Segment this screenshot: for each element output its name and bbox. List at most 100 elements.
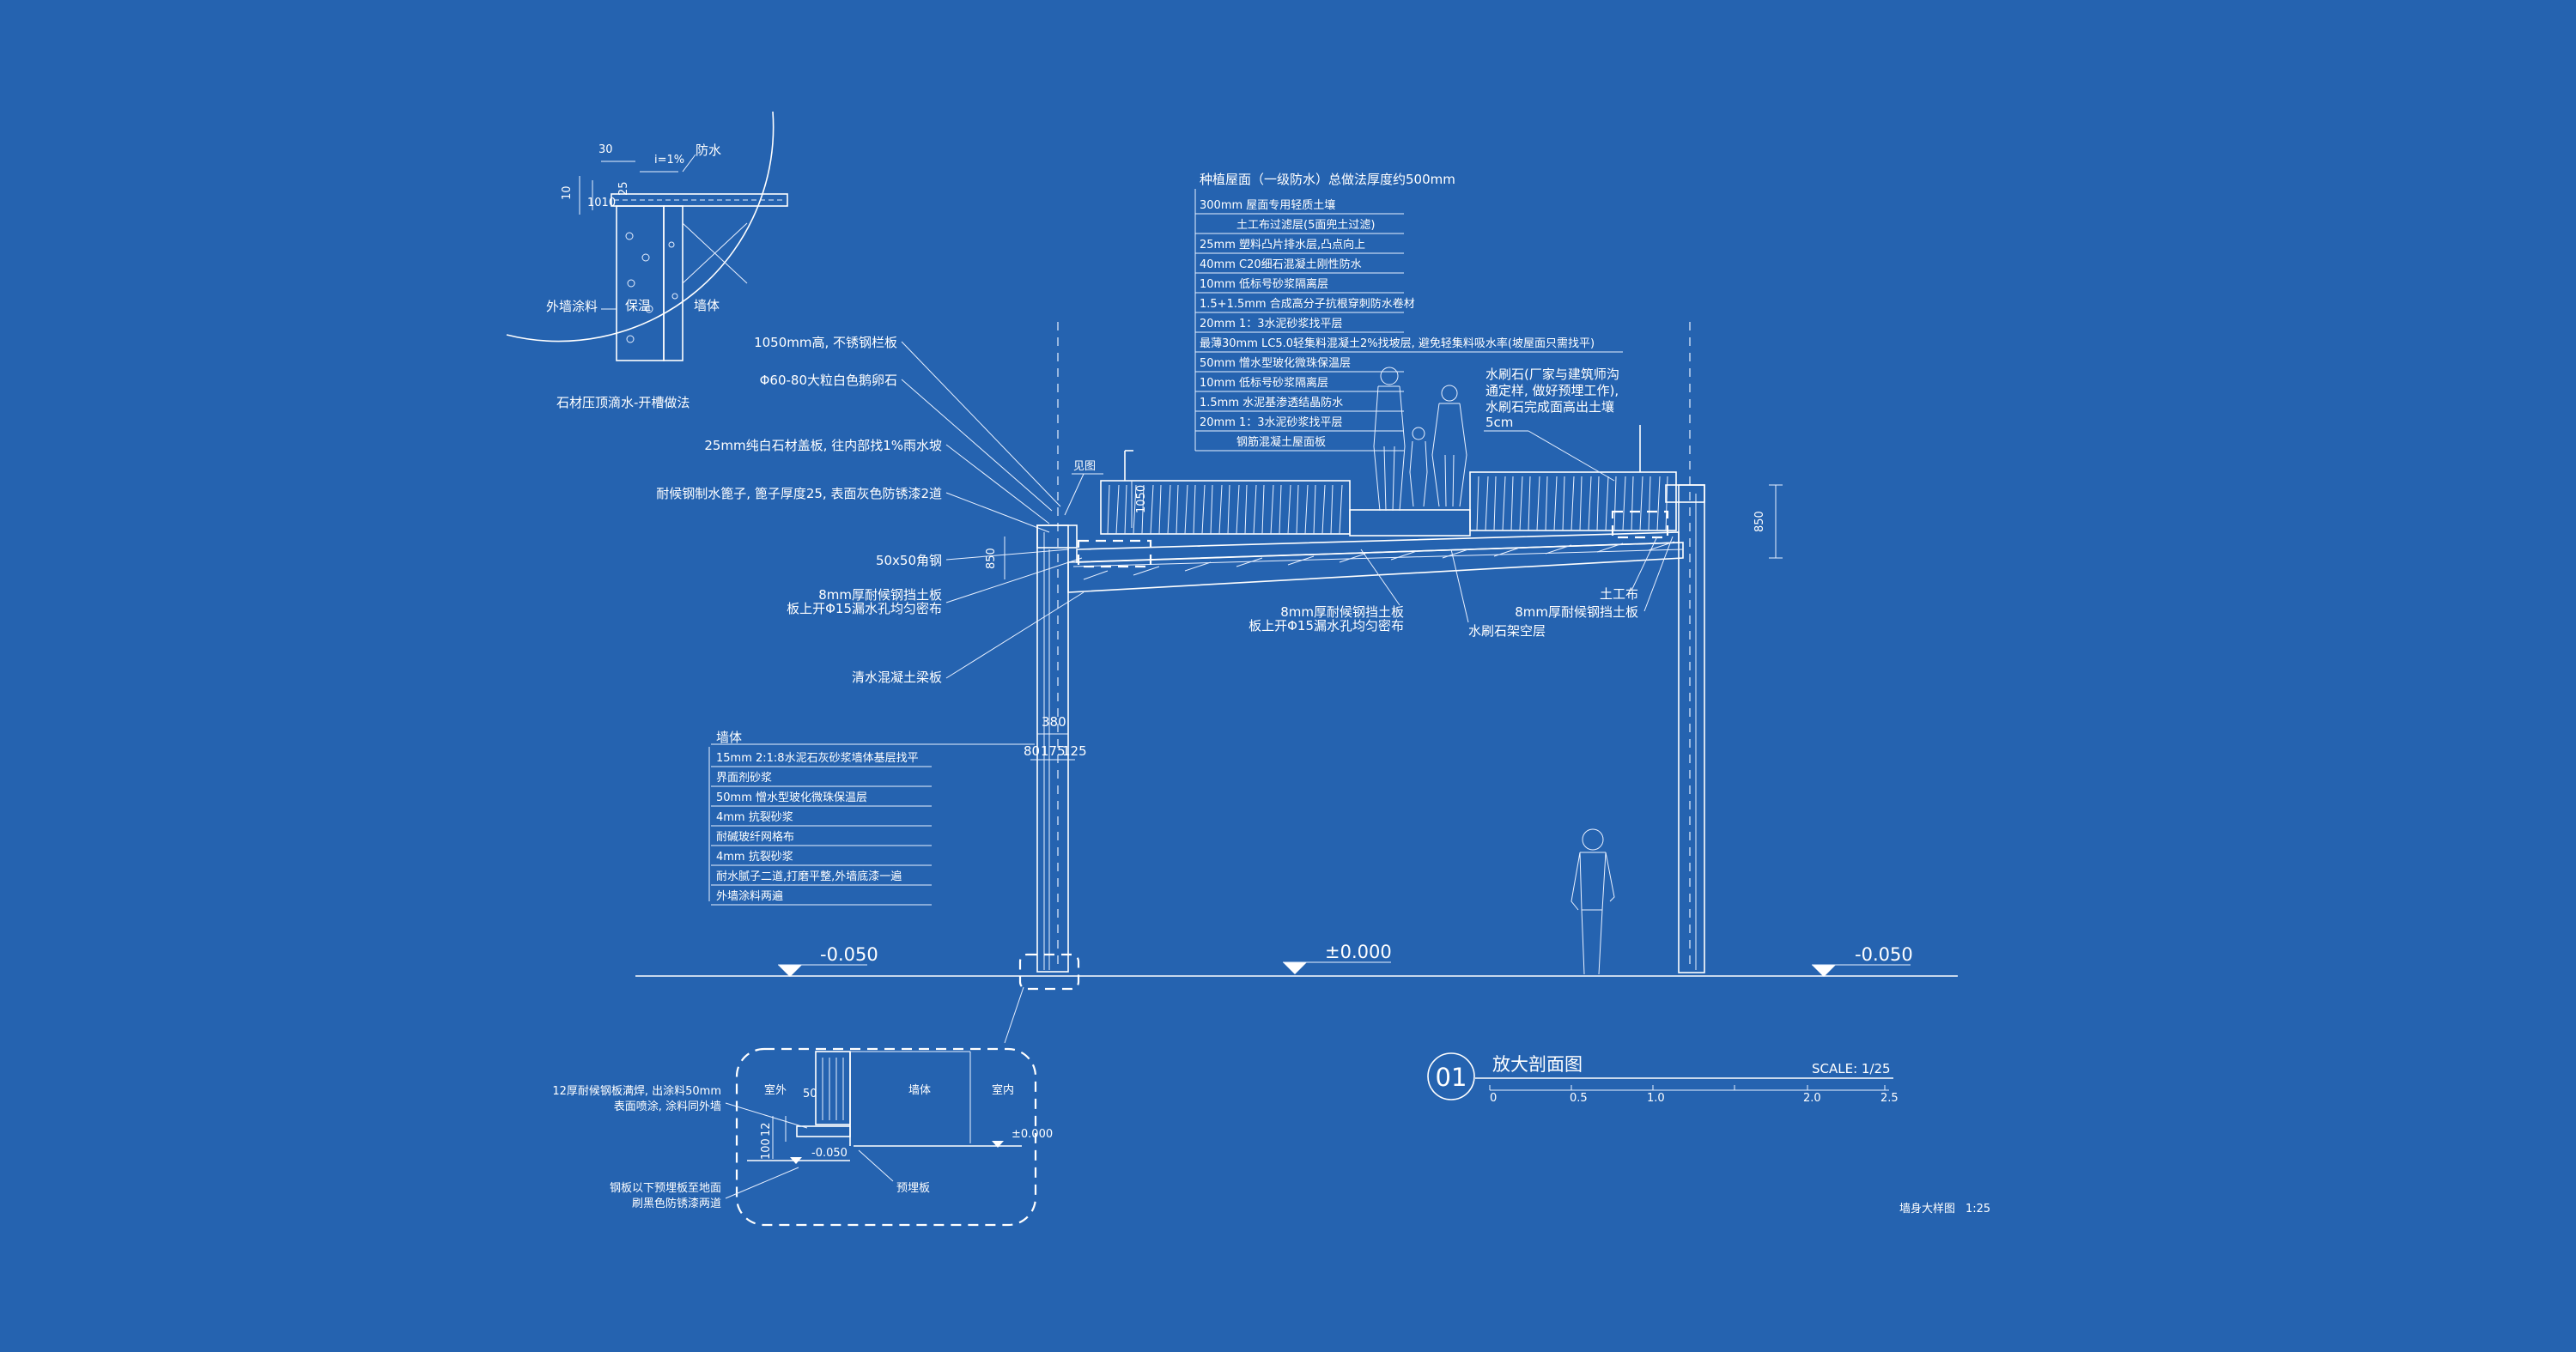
base-wall-label: 墙体 <box>908 1084 931 1097</box>
detail-exterior-paint-label: 外墙涂料 <box>546 299 598 314</box>
roof-spec: 种植屋面（一级防水）总做法厚度约500mm 300mm 屋面专用轻质土壤土工布过… <box>1194 172 1623 452</box>
base-level-out: -0.050 <box>811 1147 848 1160</box>
wall-dim-125: 125 <box>1062 743 1087 759</box>
detail-dim-30: 30 <box>598 143 613 156</box>
base-inside-label: 室内 <box>992 1083 1014 1097</box>
scale-tick-1: 0.5 <box>1570 1092 1588 1105</box>
gravel-strip <box>1349 509 1471 537</box>
wall-layer-5: 4mm 抗裂砂浆 <box>716 851 793 864</box>
wall-dim-380: 380 <box>1042 714 1066 730</box>
roof-layer-9: 10mm 低标号砂浆隔离层 <box>1200 376 1328 390</box>
callout-box-left <box>1077 539 1152 568</box>
detail-dim-10: 10 <box>561 185 574 200</box>
left-parapet <box>1036 524 1078 549</box>
roof-layer-3: 40mm C20细石混凝土刚性防水 <box>1200 258 1362 271</box>
detail-insulation <box>616 205 665 361</box>
scale-tick-2: 1.0 <box>1647 1092 1665 1105</box>
wall-layer-1: 界面剂砂浆 <box>716 772 772 785</box>
wall-spec-title: 墙体 <box>716 730 742 745</box>
roof-layer-5: 1.5+1.5mm 合成高分子抗根穿刺防水卷材 <box>1200 297 1415 311</box>
base-dim-12: 12 <box>760 1122 773 1137</box>
label-concrete-beam: 清水混凝土梁板 <box>852 670 942 685</box>
title-scale: SCALE: 1/25 <box>1812 1061 1891 1076</box>
main-section: 1050 见图 850 850 380 80 175 125 8mm厚耐候钢挡土… <box>985 322 1783 1044</box>
label-grate: 耐候钢制水篦子, 篦子厚度25, 表面灰色防锈漆2道 <box>656 486 942 501</box>
label-stone-cap: 25mm纯白石材盖板, 往内部找1%雨水坡 <box>704 438 942 453</box>
scale-tick-4: 2.0 <box>1803 1092 1821 1105</box>
planter-left <box>1100 480 1351 535</box>
base-dim-50: 50 <box>803 1088 817 1100</box>
detail-slope: i=1% <box>654 154 684 167</box>
wall-layer-3: 4mm 抗裂砂浆 <box>716 811 793 824</box>
base-detail: 室外 墙体 室内 ±0.000 -0.050 50 12 100 预埋板 12厚… <box>552 1047 1053 1227</box>
wall-layer-4: 耐碱玻纤网格布 <box>716 830 794 844</box>
base-note-bottom-1: 钢板以下预埋板至地面 <box>610 1182 721 1195</box>
roof-layer-2: 25mm 塑料凸片排水层,凸点向上 <box>1200 238 1365 252</box>
detail-wall <box>663 205 683 361</box>
person-figure-ground <box>1571 828 1615 975</box>
detail-waterproof-label: 防水 <box>696 142 721 158</box>
footer-label: 墙身大样图 <box>1899 1202 1955 1216</box>
detail-wall-label: 墙体 <box>694 298 720 313</box>
right-note-line-2: 通定样, 做好预埋工作), <box>1485 383 1619 398</box>
scale-tick-5: 2.5 <box>1880 1092 1899 1105</box>
roof-layer-7: 最薄30mm LC5.0轻集料混凝土2%找坡层, 避免轻集料吸水率(坡屋面只需找… <box>1200 336 1595 350</box>
base-dim-100: 100 <box>760 1138 773 1160</box>
base-detail-frame <box>735 1047 1037 1227</box>
wall-layer-7: 外墙涂料两遍 <box>716 889 783 903</box>
roof-layer-4: 10mm 低标号砂浆隔离层 <box>1200 277 1328 291</box>
callout-box-right <box>1611 510 1669 539</box>
wall-layer-2: 50mm 憎水型玻化微珠保温层 <box>716 791 867 804</box>
footer-scale: 1:25 <box>1965 1203 1990 1216</box>
label-bottom-steel-2: 板上开Φ15漏水孔均匀密布 <box>1249 618 1404 634</box>
label-steel-plate: 8mm厚耐候钢挡土板 <box>818 587 942 603</box>
coping-plate <box>611 193 788 207</box>
roof-layer-1: 土工布过滤层(5面兜土过滤) <box>1236 219 1375 232</box>
detail-dim-1010: 1010 <box>587 197 616 209</box>
right-note-line-4: 5cm <box>1485 415 1513 430</box>
base-callout-box <box>1018 953 1080 991</box>
right-note-line-1: 水刷石(厂家与建筑师沟 <box>1485 367 1619 382</box>
label-railing: 1050mm高, 不锈钢栏板 <box>754 335 897 350</box>
base-note-bottom-2: 刷黑色防锈漆两道 <box>632 1197 721 1210</box>
label-right-steel: 8mm厚耐候钢挡土板 <box>1515 604 1638 620</box>
label-steel-plate-holes: 板上开Φ15漏水孔均匀密布 <box>787 601 942 616</box>
level-right: -0.050 <box>1855 944 1913 965</box>
scale-tick-0: 0 <box>1490 1092 1497 1105</box>
base-outside-label: 室外 <box>764 1083 787 1097</box>
roof-layer-8: 50mm 憎水型玻化微珠保温层 <box>1200 356 1351 370</box>
title-number-circle <box>1427 1052 1475 1100</box>
dim-1050: 1050 <box>1135 485 1148 513</box>
ground-levels: -0.050 ±0.000 -0.050 <box>635 942 1958 977</box>
roof-layer-6: 20mm 1：3水泥砂浆找平层 <box>1200 318 1343 330</box>
wall-dim-80: 80 <box>1024 743 1040 759</box>
label-gravel-layer: 水刷石架空层 <box>1468 623 1546 639</box>
detail-circle-boundary <box>506 111 775 343</box>
planter-right <box>1469 471 1677 531</box>
title-number: 01 <box>1436 1063 1467 1092</box>
wall-dim-175: 175 <box>1041 743 1066 759</box>
level-left: -0.050 <box>820 944 878 965</box>
title-block: 01 放大剖面图 SCALE: 1/25 0 0.5 1.0 2.0 2.5 <box>1427 1052 1899 1105</box>
label-bottom-steel-1: 8mm厚耐候钢挡土板 <box>1280 604 1404 620</box>
level-center: ±0.000 <box>1325 942 1392 962</box>
right-parapet <box>1665 484 1705 503</box>
dim-850-right: 850 <box>1753 511 1766 532</box>
label-angle-steel: 50x50角钢 <box>876 553 942 568</box>
wall-layer-0: 15mm 2:1:8水泥石灰砂浆墙体基层找平 <box>716 752 919 765</box>
see-figure-label: 见图 <box>1073 460 1096 473</box>
base-note-top-2: 表面喷涂, 涂料同外墙 <box>614 1100 721 1113</box>
detail-dim-25: 25 <box>617 181 630 196</box>
label-pebbles: Φ60-80大粒白色鹅卵石 <box>760 373 897 388</box>
roof-layer-10: 1.5mm 水泥基渗透结晶防水 <box>1200 396 1343 409</box>
base-level-in: ±0.000 <box>1012 1128 1053 1141</box>
roof-layer-12: 钢筋混凝土屋面板 <box>1236 435 1326 449</box>
roof-layer-11: 20mm 1：3水泥砂浆找平层 <box>1200 416 1343 429</box>
wall-layer-6: 耐水腻子二道,打磨平整,外墙底漆一遍 <box>716 870 902 883</box>
coping-detail: 30 i=1% 10 25 1010 防水 外墙涂料 保温 墙体 石材压顶滴水-… <box>506 111 788 410</box>
roof-slab <box>1067 542 1684 593</box>
